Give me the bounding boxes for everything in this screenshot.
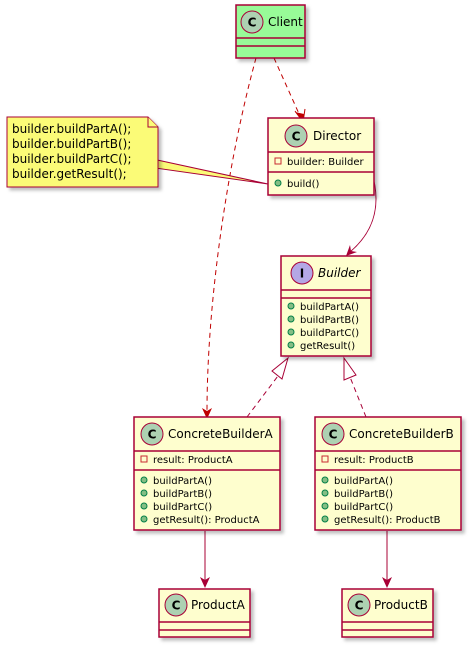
public-method-icon	[287, 328, 295, 336]
class-method: getResult(): ProductB	[334, 515, 441, 526]
stereotype-letter: C	[355, 599, 364, 613]
class-method: buildPartB()	[300, 315, 359, 326]
stereotype-letter: C	[248, 16, 257, 30]
realization-a-triangle	[271, 356, 289, 380]
class-stereotype-icon	[321, 422, 345, 446]
client-concretebuildera-arrowhead	[202, 408, 212, 419]
class-field: result: ProductA	[153, 455, 233, 466]
note: builder.buildPartA(); builder.buildPartB…	[6, 116, 159, 188]
note-line: builder.buildPartA();	[12, 122, 131, 136]
note-line: builder.buildPartB();	[12, 137, 131, 151]
class-concretebuildera[interactable]: C ConcreteBuilderA result: ProductA buil…	[133, 416, 281, 531]
public-method-icon	[140, 515, 148, 523]
stereotype-letter: C	[329, 428, 338, 442]
public-method-icon	[321, 476, 329, 484]
public-method-icon	[287, 341, 295, 349]
class-method: getResult(): ProductA	[153, 515, 260, 526]
class-stereotype-icon	[164, 593, 188, 617]
stereotype-letter: I	[300, 267, 304, 281]
class-name: ProductA	[191, 598, 246, 612]
interface-stereotype-icon	[290, 261, 314, 285]
public-method-icon	[274, 179, 282, 187]
class-method: build()	[287, 179, 319, 190]
producta-arrowhead	[200, 577, 210, 588]
class-stereotype-icon	[347, 593, 371, 617]
class-field: result: ProductB	[334, 455, 414, 466]
public-method-icon	[321, 502, 329, 510]
private-field-icon	[274, 157, 282, 165]
stereotype-letter: C	[148, 428, 157, 442]
class-producta[interactable]: C ProductA	[158, 588, 251, 638]
public-method-icon	[140, 502, 148, 510]
class-method: buildPartA()	[153, 476, 212, 487]
public-method-icon	[287, 302, 295, 310]
interface-builder[interactable]: I Builder buildPartA() buildPartB() buil…	[280, 255, 372, 357]
class-method: buildPartB()	[153, 489, 212, 500]
director-builder-arrowhead	[346, 245, 357, 256]
note-line: builder.buildPartC();	[12, 152, 132, 166]
public-method-icon	[140, 489, 148, 497]
class-concretebuilderb[interactable]: C ConcreteBuilderB result: ProductB buil…	[314, 416, 462, 531]
realization-b-triangle	[343, 356, 357, 381]
concretebuildera-builder-realization	[246, 371, 282, 418]
class-name: ConcreteBuilderB	[349, 427, 454, 441]
productb-arrowhead	[382, 577, 392, 588]
class-stereotype-icon	[140, 422, 164, 446]
class-client[interactable]: C Client	[235, 4, 306, 59]
note-connector	[147, 157, 269, 185]
class-method: buildPartC()	[153, 502, 212, 513]
public-method-icon	[287, 315, 295, 323]
class-method: buildPartC()	[334, 502, 393, 513]
class-stereotype-icon	[284, 124, 308, 148]
class-name: Director	[313, 129, 361, 143]
class-name: ConcreteBuilderA	[168, 427, 274, 441]
client-director-dependency	[273, 57, 301, 117]
class-method: getResult()	[300, 341, 355, 352]
client-concretebuildera-dependency	[206, 57, 257, 413]
class-name: ProductB	[374, 598, 428, 612]
class-method: buildPartA()	[334, 476, 393, 487]
note-line: builder.getResult();	[12, 167, 127, 181]
concretebuilderb-builder-realization	[349, 376, 367, 418]
public-method-icon	[321, 489, 329, 497]
private-field-icon	[140, 455, 148, 463]
class-field: builder: Builder	[287, 157, 364, 168]
class-stereotype-icon	[240, 10, 264, 34]
private-field-icon	[321, 455, 329, 463]
interface-name: Builder	[318, 266, 362, 280]
stereotype-letter: C	[172, 599, 181, 613]
class-name: Client	[268, 15, 303, 29]
public-method-icon	[140, 476, 148, 484]
class-director[interactable]: C Director builder: Builder build()	[267, 117, 375, 196]
class-productb[interactable]: C ProductB	[341, 588, 434, 638]
class-method: buildPartB()	[334, 489, 393, 500]
class-method: buildPartC()	[300, 328, 359, 339]
public-method-icon	[321, 515, 329, 523]
class-method: buildPartA()	[300, 302, 359, 313]
stereotype-letter: C	[292, 130, 301, 144]
